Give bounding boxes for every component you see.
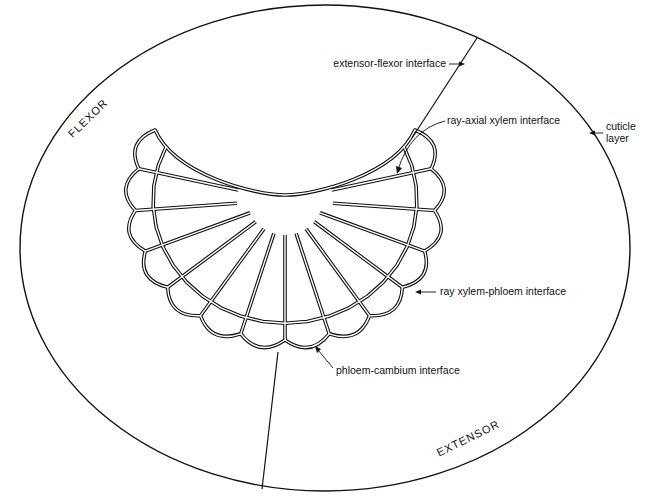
tissue-wall xyxy=(135,203,237,210)
tissue-wall-gap xyxy=(320,213,425,251)
region-label: EXTENSOR xyxy=(434,417,501,458)
tissue-wall xyxy=(168,222,256,287)
tissue-wall-gap xyxy=(306,229,369,316)
region-label: FLEXOR xyxy=(66,96,111,140)
tissue-wall xyxy=(201,229,264,316)
tissue-wall xyxy=(314,222,402,287)
layer-label: cuticle layer xyxy=(606,120,646,144)
interface-label: phloem-cambium interface xyxy=(336,364,460,376)
tissue-wall-gap xyxy=(284,235,285,340)
leader-lines xyxy=(318,64,603,368)
tissue-wall-gap xyxy=(145,213,250,251)
leader-arrowheads xyxy=(315,62,595,354)
tissue-wall-gap xyxy=(241,233,274,333)
cuticle-outline xyxy=(20,5,630,491)
tissue-wall xyxy=(333,203,435,210)
tissue-wall xyxy=(306,229,369,316)
tissue-wall xyxy=(145,213,250,251)
vascular-fan xyxy=(126,130,445,348)
tissue-wall-gap xyxy=(135,203,237,210)
tissue-wall-gap xyxy=(126,130,445,348)
interface-label: ray xylem-phloem interface xyxy=(440,285,566,297)
tissue-wall-gap xyxy=(153,146,417,323)
interface-label: ray-axial xylem interface xyxy=(447,114,560,126)
tissue-wall-gap xyxy=(314,222,402,287)
tissue-wall xyxy=(126,130,445,348)
tissue-wall xyxy=(320,213,425,251)
tissue-wall-gap xyxy=(201,229,264,316)
tissue-wall-gap xyxy=(333,203,435,210)
tissue-wall-gap xyxy=(168,222,256,287)
interface-label: extensor-flexor interface xyxy=(333,57,446,69)
tissue-wall-gap xyxy=(296,233,329,333)
interface-line xyxy=(262,352,278,489)
